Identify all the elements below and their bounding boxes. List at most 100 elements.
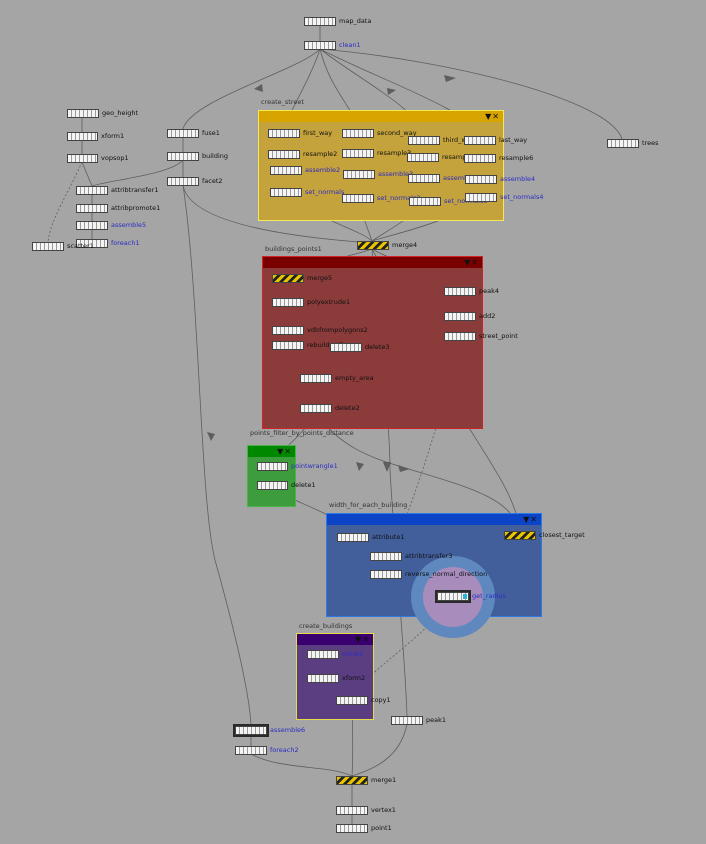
node-street-point[interactable] — [444, 332, 476, 341]
node-label: xform2 — [342, 674, 366, 682]
node-label: assemble6 — [270, 726, 306, 734]
box-buttons[interactable]: ▼✕ — [485, 112, 500, 121]
node-label: attribtransfer1 — [111, 186, 159, 194]
node-delete2[interactable] — [300, 404, 332, 413]
node-label: delete3 — [365, 343, 390, 351]
node-assemble1[interactable] — [408, 174, 440, 183]
node-attribtransfer1[interactable] — [76, 186, 108, 195]
node-label: assemble4 — [500, 175, 536, 183]
node-label: clean1 — [339, 41, 361, 49]
node-label: delete2 — [335, 404, 360, 412]
box-title-width-for-each-building: width_for_each_building — [329, 501, 408, 509]
node-set-normals3[interactable] — [409, 197, 441, 206]
node-label: fuse1 — [202, 129, 220, 137]
node-empty-area[interactable] — [300, 374, 332, 383]
node-vertex1[interactable] — [336, 806, 368, 815]
box-buttons[interactable]: ▼✕ — [355, 635, 370, 644]
node-trees[interactable] — [607, 139, 639, 148]
node-polyextrude1[interactable] — [272, 298, 304, 307]
node-last-way[interactable] — [464, 136, 496, 145]
node-merge5[interactable] — [272, 274, 304, 283]
node-xform1[interactable] — [67, 132, 98, 141]
node-label: facet2 — [202, 177, 223, 185]
node-foreach2[interactable] — [235, 746, 267, 755]
network-box-points-filter[interactable]: ▼✕ — [247, 445, 296, 507]
node-set-normals4[interactable] — [465, 193, 497, 202]
node-second-way[interactable] — [342, 129, 374, 138]
node-clean1[interactable] — [304, 41, 336, 50]
node-attribute1[interactable] — [337, 533, 369, 542]
node-assemble2[interactable] — [270, 166, 302, 175]
node-label: resample5 — [442, 153, 477, 161]
node-resample3[interactable] — [342, 149, 374, 158]
node-point1[interactable] — [336, 824, 368, 833]
node-label: foreach2 — [270, 746, 299, 754]
node-label: assemble1 — [443, 174, 479, 182]
node-delete3[interactable] — [330, 343, 362, 352]
node-scatter1[interactable] — [32, 242, 64, 251]
node-pointwrangle1[interactable] — [257, 462, 288, 471]
box-title-buildings-points1: buildings_points1 — [265, 245, 322, 253]
node-set-normals2[interactable] — [342, 194, 374, 203]
node-map-data[interactable] — [304, 17, 336, 26]
box-buttons[interactable]: ▼✕ — [277, 447, 292, 456]
node-circle1[interactable] — [307, 650, 339, 659]
node-label: xform1 — [101, 132, 125, 140]
node-peak1[interactable] — [391, 716, 423, 725]
box-title-create-street: create_street — [261, 98, 304, 106]
node-resample6[interactable] — [464, 154, 496, 163]
node-label: assemble5 — [111, 221, 147, 229]
node-vopsop1[interactable] — [67, 154, 98, 163]
node-add2[interactable] — [444, 312, 476, 321]
node-assemble5[interactable] — [76, 221, 108, 230]
node-label: scatter1 — [67, 242, 94, 250]
node-third-way[interactable] — [408, 136, 440, 145]
node-assemble6[interactable] — [233, 724, 269, 737]
node-delete1[interactable] — [257, 481, 288, 490]
node-label: circle1 — [342, 650, 364, 658]
node-first-way[interactable] — [268, 129, 300, 138]
node-label: attribute1 — [372, 533, 405, 541]
node-label: foreach1 — [111, 239, 140, 247]
node-attribtransfer3[interactable] — [370, 552, 402, 561]
node-label: copy1 — [371, 696, 391, 704]
node-label: first_way — [303, 129, 333, 137]
node-rebuild-sdf[interactable] — [272, 341, 304, 350]
node-merge4[interactable] — [357, 241, 389, 250]
node-attribpromote1[interactable] — [76, 204, 108, 213]
node-facet2[interactable] — [167, 177, 199, 186]
node-label: point1 — [371, 824, 392, 832]
node-label: vopsop1 — [101, 154, 129, 162]
node-label: polyextrude1 — [307, 298, 351, 306]
node-peak4[interactable] — [444, 287, 476, 296]
node-building[interactable] — [167, 152, 199, 161]
node-label: add2 — [479, 312, 496, 320]
box-buttons[interactable]: ▼✕ — [523, 515, 538, 524]
node-geo-height[interactable] — [67, 109, 99, 118]
node-label: attribpromote1 — [111, 204, 161, 212]
node-get-radius[interactable] — [435, 590, 471, 603]
node-resample5[interactable] — [407, 153, 439, 162]
box-buttons[interactable]: ▼✕ — [464, 258, 479, 267]
node-label: reverse_normal_direction — [405, 570, 488, 578]
node-label: merge4 — [392, 241, 418, 249]
node-reverse-normal-direction[interactable] — [370, 570, 402, 579]
network-box-create-street[interactable]: ▼✕ — [258, 110, 504, 221]
node-set-normals[interactable] — [270, 188, 302, 197]
node-merge1[interactable] — [336, 776, 368, 785]
node-assemble4[interactable] — [465, 175, 497, 184]
node-label: resample2 — [303, 150, 338, 158]
node-label: attribtransfer3 — [405, 552, 453, 560]
node-label: second_way — [377, 129, 417, 137]
node-foreach1[interactable] — [76, 239, 108, 248]
node-fuse1[interactable] — [167, 129, 199, 138]
node-closest-target[interactable] — [504, 531, 536, 540]
node-label: map_data — [339, 17, 372, 25]
node-label: resample3 — [377, 149, 412, 157]
node-xform2[interactable] — [307, 674, 339, 683]
node-resample2[interactable] — [268, 150, 300, 159]
node-vdbfrompolygons2[interactable] — [272, 326, 304, 335]
node-copy1[interactable] — [336, 696, 368, 705]
node-assemble3[interactable] — [343, 170, 375, 179]
node-label: set_normals4 — [500, 193, 544, 201]
